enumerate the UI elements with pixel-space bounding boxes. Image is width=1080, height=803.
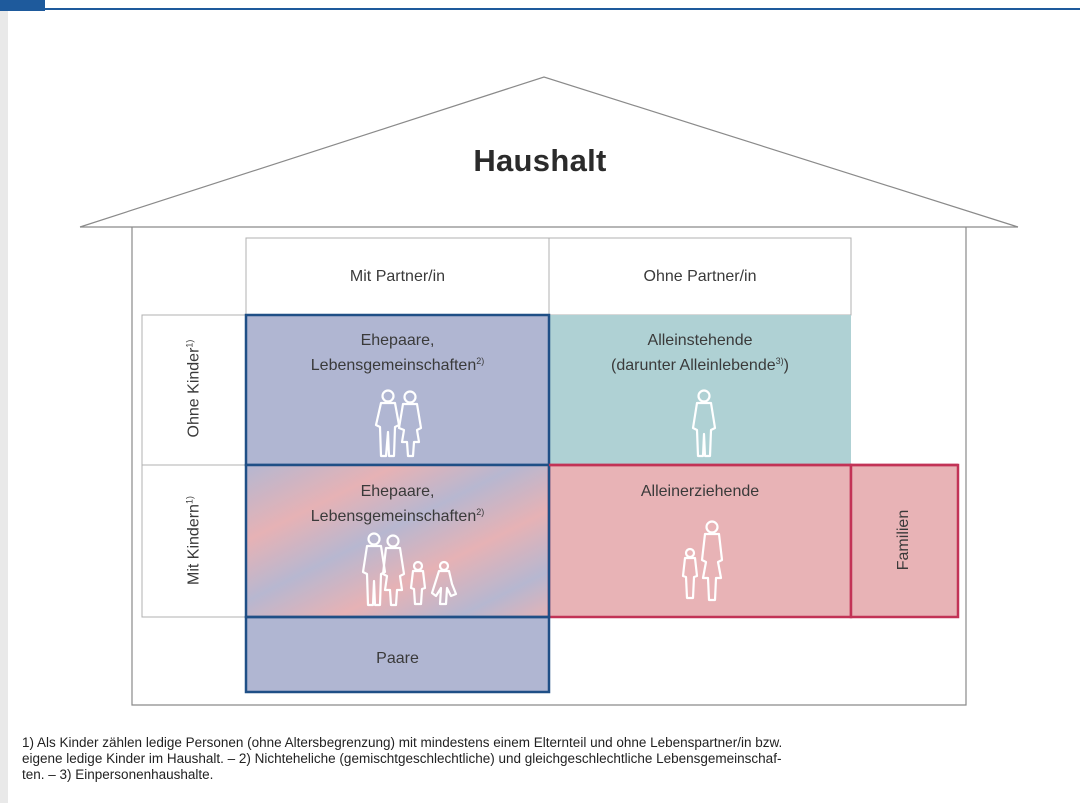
row-label-sup: 1) <box>184 496 195 505</box>
couples-label: Paare <box>376 650 419 667</box>
cell-single-parents-label: Alleinerziehende <box>640 483 760 500</box>
header-cell-with-partner <box>245 237 550 316</box>
cell-families-bg <box>849 463 960 619</box>
cell-sup: 2) <box>476 356 485 366</box>
cell-couples-no-children-label: Ehepaare, Lebensgemeinschaften2) <box>246 330 549 376</box>
row-header-with-children <box>141 464 247 618</box>
cell-line1: Ehepaare, <box>360 332 435 349</box>
couple-icon <box>374 389 423 458</box>
footnote-line3: ten. – 3) Einpersonenhaushalte. <box>22 767 214 782</box>
cell-sup: 2) <box>476 507 485 517</box>
cell-single-parents-bg <box>547 463 853 619</box>
column-header-with-partner: Mit Partner/in <box>349 268 446 285</box>
footnote-line2: eigene ledige Kinder im Haushalt. – 2) N… <box>22 751 782 766</box>
row-label-sup: 1) <box>184 339 195 348</box>
row-label-text: Mit Kindern <box>185 504 203 585</box>
cell-line2-end: ) <box>783 357 789 374</box>
cell-line1: Ehepaare, <box>360 483 435 500</box>
diagram-title: Haushalt <box>473 143 607 178</box>
top-bar-accent <box>0 0 45 11</box>
cell-line1: Alleinstehende <box>647 332 753 349</box>
row-header-without-children-label: Ohne Kinder1) <box>185 314 204 464</box>
left-edge <box>0 11 8 803</box>
cell-line2: Lebensgemeinschaften2) <box>246 351 549 376</box>
couples-column-outline <box>244 463 551 619</box>
cell-line2-text: (darunter Alleinlebende <box>611 357 776 374</box>
single-parent-icon <box>681 520 724 602</box>
house-walls <box>131 227 967 706</box>
top-bar-line <box>45 8 1080 10</box>
cell-line2: Lebensgemeinschaften2) <box>246 502 549 527</box>
cell-line2: (darunter Alleinlebende3)) <box>549 351 851 376</box>
cell-line2-text: Lebensgemeinschaften <box>310 508 477 525</box>
roof-outline <box>79 76 1019 228</box>
family-icon <box>361 532 458 607</box>
single-person-icon <box>691 389 717 458</box>
cell-line2-text: Lebensgemeinschaften <box>310 357 477 374</box>
footnote-line1: 1) Als Kinder zählen ledige Personen (oh… <box>22 735 783 750</box>
row-header-without-children <box>141 314 247 466</box>
cell-couples-with-children-label: Ehepaare, Lebensgemeinschaften2) <box>246 481 549 527</box>
row-header-with-children-label: Mit Kindern1) <box>185 466 204 616</box>
header-cell-without-partner <box>548 237 852 316</box>
cell-singles-bg <box>549 315 851 465</box>
footnote: 1) Als Kinder zählen ledige Personen (oh… <box>22 735 1067 783</box>
families-label: Familien <box>895 509 912 571</box>
cell-sup: 3) <box>775 356 784 366</box>
row-label-text: Ohne Kinder <box>185 347 203 438</box>
cell-couples-bg <box>244 615 551 694</box>
cell-singles-label: Alleinstehende (darunter Alleinlebende3)… <box>549 330 851 376</box>
top-bar <box>0 0 1080 11</box>
column-header-without-partner: Ohne Partner/in <box>643 268 757 285</box>
